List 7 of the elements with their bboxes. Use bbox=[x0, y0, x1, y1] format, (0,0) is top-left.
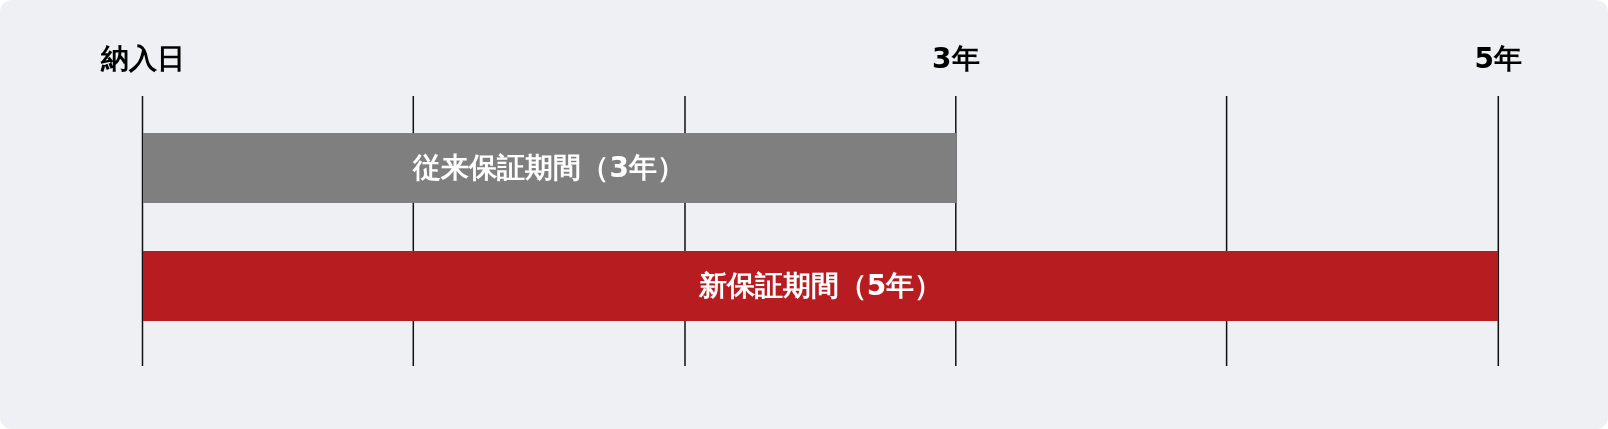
timeline-label: 5年 bbox=[1474, 41, 1523, 77]
bar-label: 新保証期間（5年） bbox=[698, 268, 943, 304]
timeline-label: 3年 bbox=[932, 41, 980, 77]
period-bar bbox=[142, 251, 1499, 321]
bar-label: 従来保証期間（3年） bbox=[413, 150, 685, 186]
period-bar bbox=[142, 133, 956, 203]
timeline-label: 納入日 bbox=[100, 41, 185, 77]
